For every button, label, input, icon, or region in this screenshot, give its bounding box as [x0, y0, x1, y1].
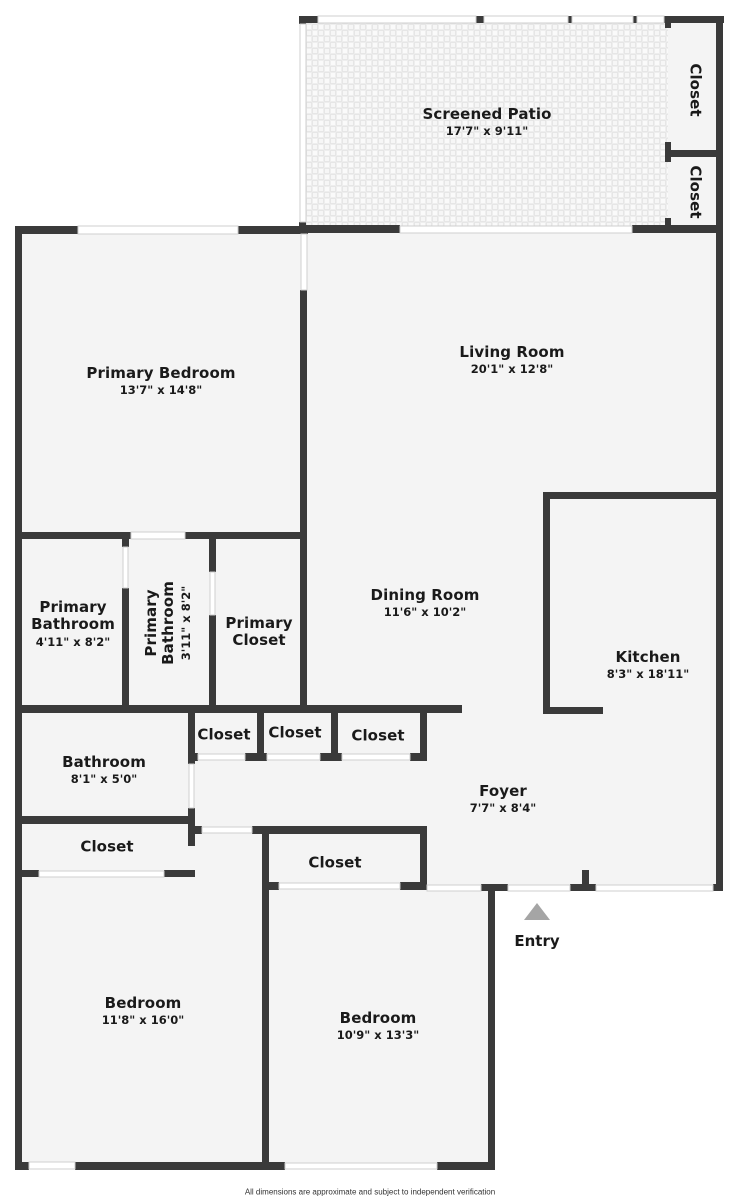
room-name: Closet — [308, 853, 362, 872]
room-name-line1: Primary — [142, 589, 161, 657]
patio-closets-floor — [668, 20, 720, 228]
room-dimensions: 20'1" x 12'8" — [470, 362, 554, 377]
room-name-line2: Bathroom — [31, 615, 115, 634]
triangle-up-arrow-icon — [524, 903, 550, 920]
room-name: Bedroom — [104, 993, 182, 1012]
room-primary-bedroom: Primary Bedroom 13'7" x 14'8" — [86, 363, 236, 398]
room-name: Closet — [686, 165, 705, 219]
room-name-line1: Primary — [225, 613, 293, 632]
room-dimensions: 7'7" x 8'4" — [469, 801, 537, 816]
room-name: Foyer — [479, 781, 527, 800]
room-name: Bathroom — [62, 752, 146, 771]
room-kitchen: Kitchen 8'3" x 18'11" — [606, 647, 690, 682]
room-name: Screened Patio — [422, 104, 552, 123]
room-bathroom: Bathroom 8'1" x 5'0" — [62, 752, 146, 787]
room-dimensions: 3'11" x 8'2" — [178, 585, 193, 661]
room-dimensions: 17'7" x 9'11" — [445, 124, 529, 139]
room-name: Kitchen — [615, 647, 681, 666]
room-screened-patio: Screened Patio 17'7" x 9'11" — [422, 104, 552, 139]
room-name-line1: Primary — [39, 598, 107, 617]
room-patio-closet-1: Closet — [686, 63, 705, 117]
walls — [15, 16, 724, 1170]
room-dining-room: Dining Room 11'6" x 10'2" — [370, 585, 480, 620]
room-dimensions: 8'3" x 18'11" — [606, 667, 690, 682]
room-name: Closet — [197, 725, 251, 744]
room-living-room: Living Room 20'1" x 12'8" — [459, 342, 565, 377]
room-bedroom-closet-2: Closet — [308, 853, 362, 872]
room-patio-closet-2: Closet — [686, 165, 705, 219]
windows-and-doors — [28, 15, 714, 1170]
room-name: Dining Room — [370, 585, 480, 604]
room-bedroom-1: Bedroom 11'8" x 16'0" — [101, 993, 185, 1028]
room-name: Bedroom — [339, 1008, 417, 1027]
bedroom-wing-floor — [18, 880, 494, 1168]
room-name: Closet — [80, 837, 134, 856]
room-hall-closet-2: Closet — [268, 723, 322, 742]
room-dimensions: 10'9" x 13'3" — [336, 1028, 420, 1043]
room-name: Primary Bedroom — [86, 363, 236, 382]
room-dimensions: 11'8" x 16'0" — [101, 1013, 185, 1028]
dimensions-disclaimer: All dimensions are approximate and subje… — [244, 1187, 496, 1197]
patio-floor — [306, 20, 668, 228]
room-dimensions: 13'7" x 14'8" — [119, 383, 203, 398]
room-hall-closet-1: Closet — [197, 725, 251, 744]
room-dimensions: 11'6" x 10'2" — [383, 605, 467, 620]
room-dimensions: 4'11" x 8'2" — [35, 634, 111, 649]
room-name: Closet — [268, 723, 322, 742]
room-primary-bathroom-1: Primary Bathroom 4'11" x 8'2" — [31, 598, 115, 649]
entry-label: Entry — [514, 932, 560, 950]
floor-areas — [18, 20, 720, 1168]
room-hall-closet-3: Closet — [351, 726, 405, 745]
room-name-line2: Bathroom — [159, 581, 178, 665]
room-foyer: Foyer 7'7" x 8'4" — [469, 781, 537, 816]
room-name: Closet — [351, 726, 405, 745]
room-bedroom-closet-1: Closet — [80, 837, 134, 856]
room-primary-closet: Primary Closet — [225, 613, 293, 650]
main-floor — [18, 228, 720, 888]
room-primary-bathroom-2: Primary Bathroom 3'11" x 8'2" — [142, 581, 193, 665]
room-name-line2: Closet — [232, 631, 286, 649]
room-dimensions: 8'1" x 5'0" — [70, 772, 138, 787]
room-name: Living Room — [459, 342, 565, 361]
room-bedroom-2: Bedroom 10'9" x 13'3" — [336, 1008, 420, 1043]
room-name: Closet — [686, 63, 705, 117]
